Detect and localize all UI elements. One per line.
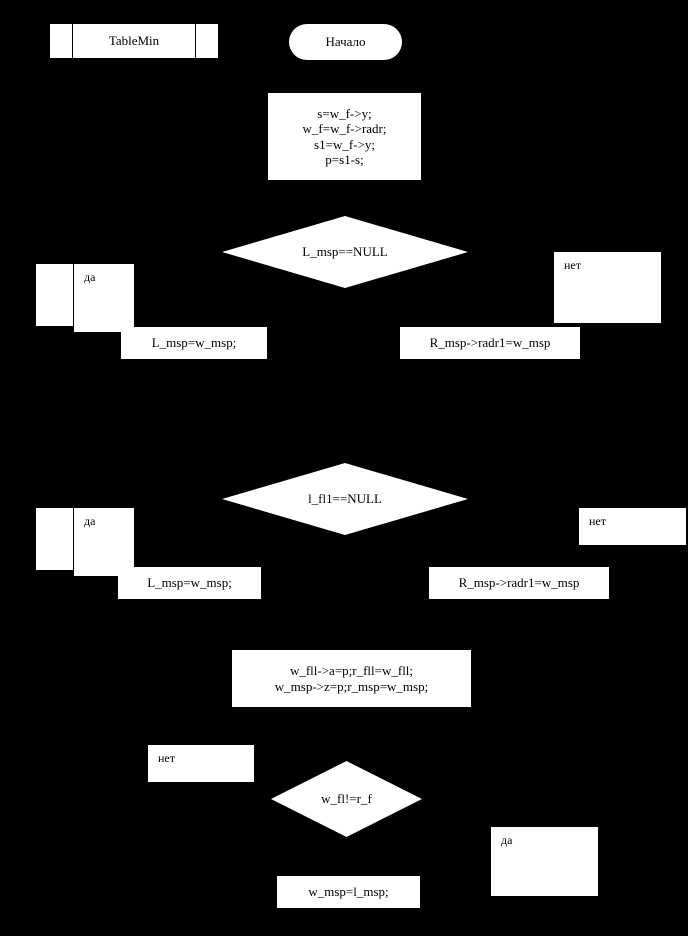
- decision-wfl-rf-label: w_fl!=r_f: [321, 791, 372, 807]
- decision-lmsp-null[interactable]: L_msp==NULL: [222, 216, 468, 288]
- process-rmsp-2-label: R_msp->radr1=w_msp: [458, 575, 580, 591]
- diamond-shape-1: [222, 216, 468, 288]
- connector-box-1: [36, 264, 73, 326]
- process-assign[interactable]: w_fll->a=p;r_fll=w_fll; w_msp->z=p;r_msp…: [232, 650, 471, 707]
- label-yes-1-text: да: [84, 270, 96, 284]
- process-lmsp-1[interactable]: L_msp=w_msp;: [121, 327, 267, 359]
- process-rmsp-1-label: R_msp->radr1=w_msp: [429, 335, 551, 351]
- terminator-start-label: Начало: [325, 34, 366, 50]
- process-init-label: s=w_f->y; w_f=w_f->radr; s1=w_f->y; p=s1…: [302, 105, 387, 167]
- decision-lfl1-null-label: l_fl1==NULL: [308, 491, 382, 507]
- process-wmsp-label: w_msp=l_msp;: [308, 884, 389, 900]
- subroutine-right-bar: [195, 24, 196, 58]
- label-yes-2-text: да: [84, 514, 96, 528]
- label-yes-1: да: [74, 264, 134, 332]
- subroutine-left-bar: [72, 24, 73, 58]
- label-no-3: нет: [148, 745, 254, 782]
- label-no-1: нет: [554, 252, 661, 323]
- label-yes-3-text: да: [501, 833, 513, 847]
- decision-wfl-rf[interactable]: w_fl!=r_f: [271, 761, 422, 837]
- process-lmsp-2[interactable]: L_msp=w_msp;: [118, 567, 261, 599]
- process-wmsp[interactable]: w_msp=l_msp;: [277, 876, 420, 908]
- subroutine-tablemin[interactable]: TableMin: [50, 24, 218, 58]
- connector-box-2: [36, 508, 73, 570]
- label-no-2-text: нет: [589, 514, 606, 528]
- label-no-3-text: нет: [158, 751, 175, 765]
- process-lmsp-2-label: L_msp=w_msp;: [147, 575, 232, 591]
- label-yes-3: да: [491, 827, 598, 896]
- label-no-1-text: нет: [564, 258, 581, 272]
- diamond-shape-2: [222, 463, 468, 535]
- label-no-2: нет: [579, 508, 686, 545]
- process-rmsp-1[interactable]: R_msp->radr1=w_msp: [400, 327, 580, 359]
- subroutine-tablemin-label: TableMin: [108, 33, 160, 49]
- decision-lmsp-null-label: L_msp==NULL: [302, 244, 388, 260]
- decision-lfl1-null[interactable]: l_fl1==NULL: [222, 463, 468, 535]
- process-init[interactable]: s=w_f->y; w_f=w_f->radr; s1=w_f->y; p=s1…: [268, 93, 421, 180]
- label-yes-2: да: [74, 508, 134, 576]
- process-rmsp-2[interactable]: R_msp->radr1=w_msp: [429, 567, 609, 599]
- process-assign-label: w_fll->a=p;r_fll=w_fll; w_msp->z=p;r_msp…: [274, 663, 429, 694]
- terminator-start[interactable]: Начало: [289, 24, 402, 60]
- diamond-shape-3: [271, 761, 422, 837]
- process-lmsp-1-label: L_msp=w_msp;: [151, 335, 237, 351]
